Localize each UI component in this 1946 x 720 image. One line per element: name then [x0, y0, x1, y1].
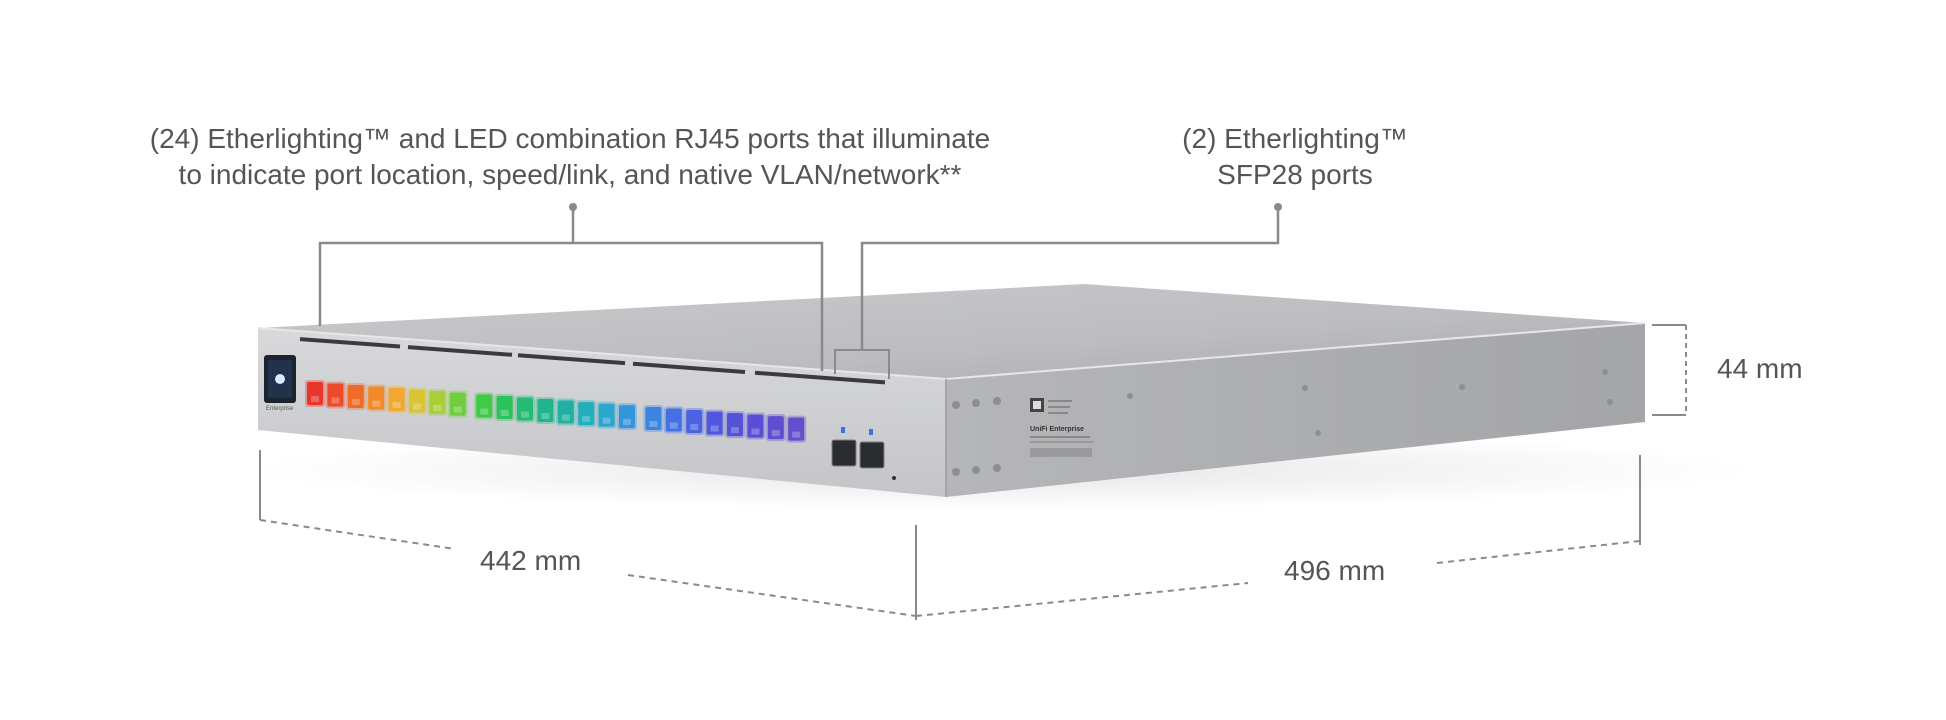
rj45-port [449, 392, 466, 416]
sfp-led [841, 427, 845, 433]
vent-slot [299, 337, 401, 349]
height-dimension-label: 44 mm [1717, 353, 1803, 384]
rj45-port [686, 410, 703, 434]
side-product-label [1030, 398, 1094, 457]
rj45-port-notch [731, 427, 739, 434]
rj45-port-notch [751, 428, 760, 435]
rj45-port [665, 408, 682, 432]
rj45-port [347, 385, 364, 409]
rj45-port-notch [792, 431, 801, 438]
rj45-port [727, 413, 743, 437]
vent-slot [754, 370, 886, 385]
rj45-port-notch [331, 397, 340, 404]
vent-slot [632, 361, 746, 375]
sfp-bracket [834, 349, 890, 379]
rj45-port [327, 383, 344, 407]
rj45-port-notch [669, 422, 678, 429]
side-label-title: UniFi Enterprise [1030, 426, 1084, 433]
side-screws [952, 369, 1613, 476]
sfp-port-group [831, 427, 885, 469]
width-dimension-label: 442 mm [480, 545, 582, 576]
front-brand-label: Enterprise [266, 406, 294, 412]
front-display [264, 355, 296, 403]
rj45-port-notch [372, 400, 381, 407]
chassis-side [946, 323, 1645, 497]
rj45-callout-line-1: (24) Etherlighting™ and LED combination … [149, 123, 991, 154]
rj45-port-notch [413, 403, 421, 410]
rj45-port [619, 405, 635, 429]
rj45-port-notch [690, 424, 699, 431]
reset-button [892, 476, 896, 480]
rj45-port [767, 416, 784, 440]
callout-leaders [318, 208, 1280, 371]
rj45-port [388, 388, 405, 412]
rj45-port-group [305, 380, 807, 443]
rj45-port [578, 402, 595, 426]
rj45-port-notch [521, 411, 529, 418]
sfp-ports-callout: (2) Etherlighting™ SFP28 ports [1150, 121, 1440, 193]
sfp-callout-line-1: (2) Etherlighting™ [1182, 123, 1408, 154]
leader-end-dots [569, 203, 1282, 211]
rj45-port [788, 417, 805, 441]
rj45-port-notch [541, 413, 550, 420]
rj45-port [645, 407, 662, 431]
rj45-callout-line-2: to indicate port location, speed/link, a… [178, 159, 962, 190]
rj45-port [496, 396, 513, 420]
rj45-port-notch [649, 421, 658, 428]
rj45-port-notch [582, 416, 591, 423]
rj45-port [409, 389, 425, 413]
rj45-port-notch [710, 425, 719, 432]
rj45-port [557, 400, 574, 424]
rj45-port-notch [561, 414, 570, 421]
rj45-port [307, 382, 323, 405]
rj45-port-notch [433, 405, 442, 412]
rj45-port [476, 394, 493, 418]
height-dimension-line [1652, 324, 1687, 416]
depth-dimension-line [915, 455, 1641, 617]
rj45-port [537, 399, 554, 423]
rj45-port-notch [392, 402, 401, 409]
sfp-port [859, 441, 885, 469]
rj45-port [598, 403, 615, 427]
vent-slot [517, 353, 626, 366]
rj45-ports-callout: (24) Etherlighting™ and LED combination … [110, 121, 1030, 193]
rj45-port-notch [623, 419, 631, 426]
rj45-port [368, 386, 385, 410]
depth-dimension-label: 496 mm [1284, 555, 1386, 586]
rj45-port [429, 391, 446, 415]
sfp-port [831, 439, 857, 467]
rj45-port-notch [480, 408, 489, 415]
rj45-port-notch [453, 406, 462, 413]
rj45-port [706, 411, 723, 435]
rj45-port-notch [311, 396, 319, 402]
vent-slot [407, 345, 513, 357]
rj45-port-notch [351, 399, 360, 406]
rj45-port [747, 414, 764, 438]
rj45-port-notch [771, 430, 780, 437]
rj45-port [517, 397, 533, 421]
rj45-port-notch [500, 410, 509, 417]
sfp-led [869, 429, 873, 435]
vent-slots [299, 337, 886, 385]
rj45-port-notch [602, 417, 611, 424]
chassis-top [258, 284, 1645, 379]
width-dimension-line [259, 450, 917, 620]
sfp-callout-line-2: SFP28 ports [1217, 159, 1373, 190]
